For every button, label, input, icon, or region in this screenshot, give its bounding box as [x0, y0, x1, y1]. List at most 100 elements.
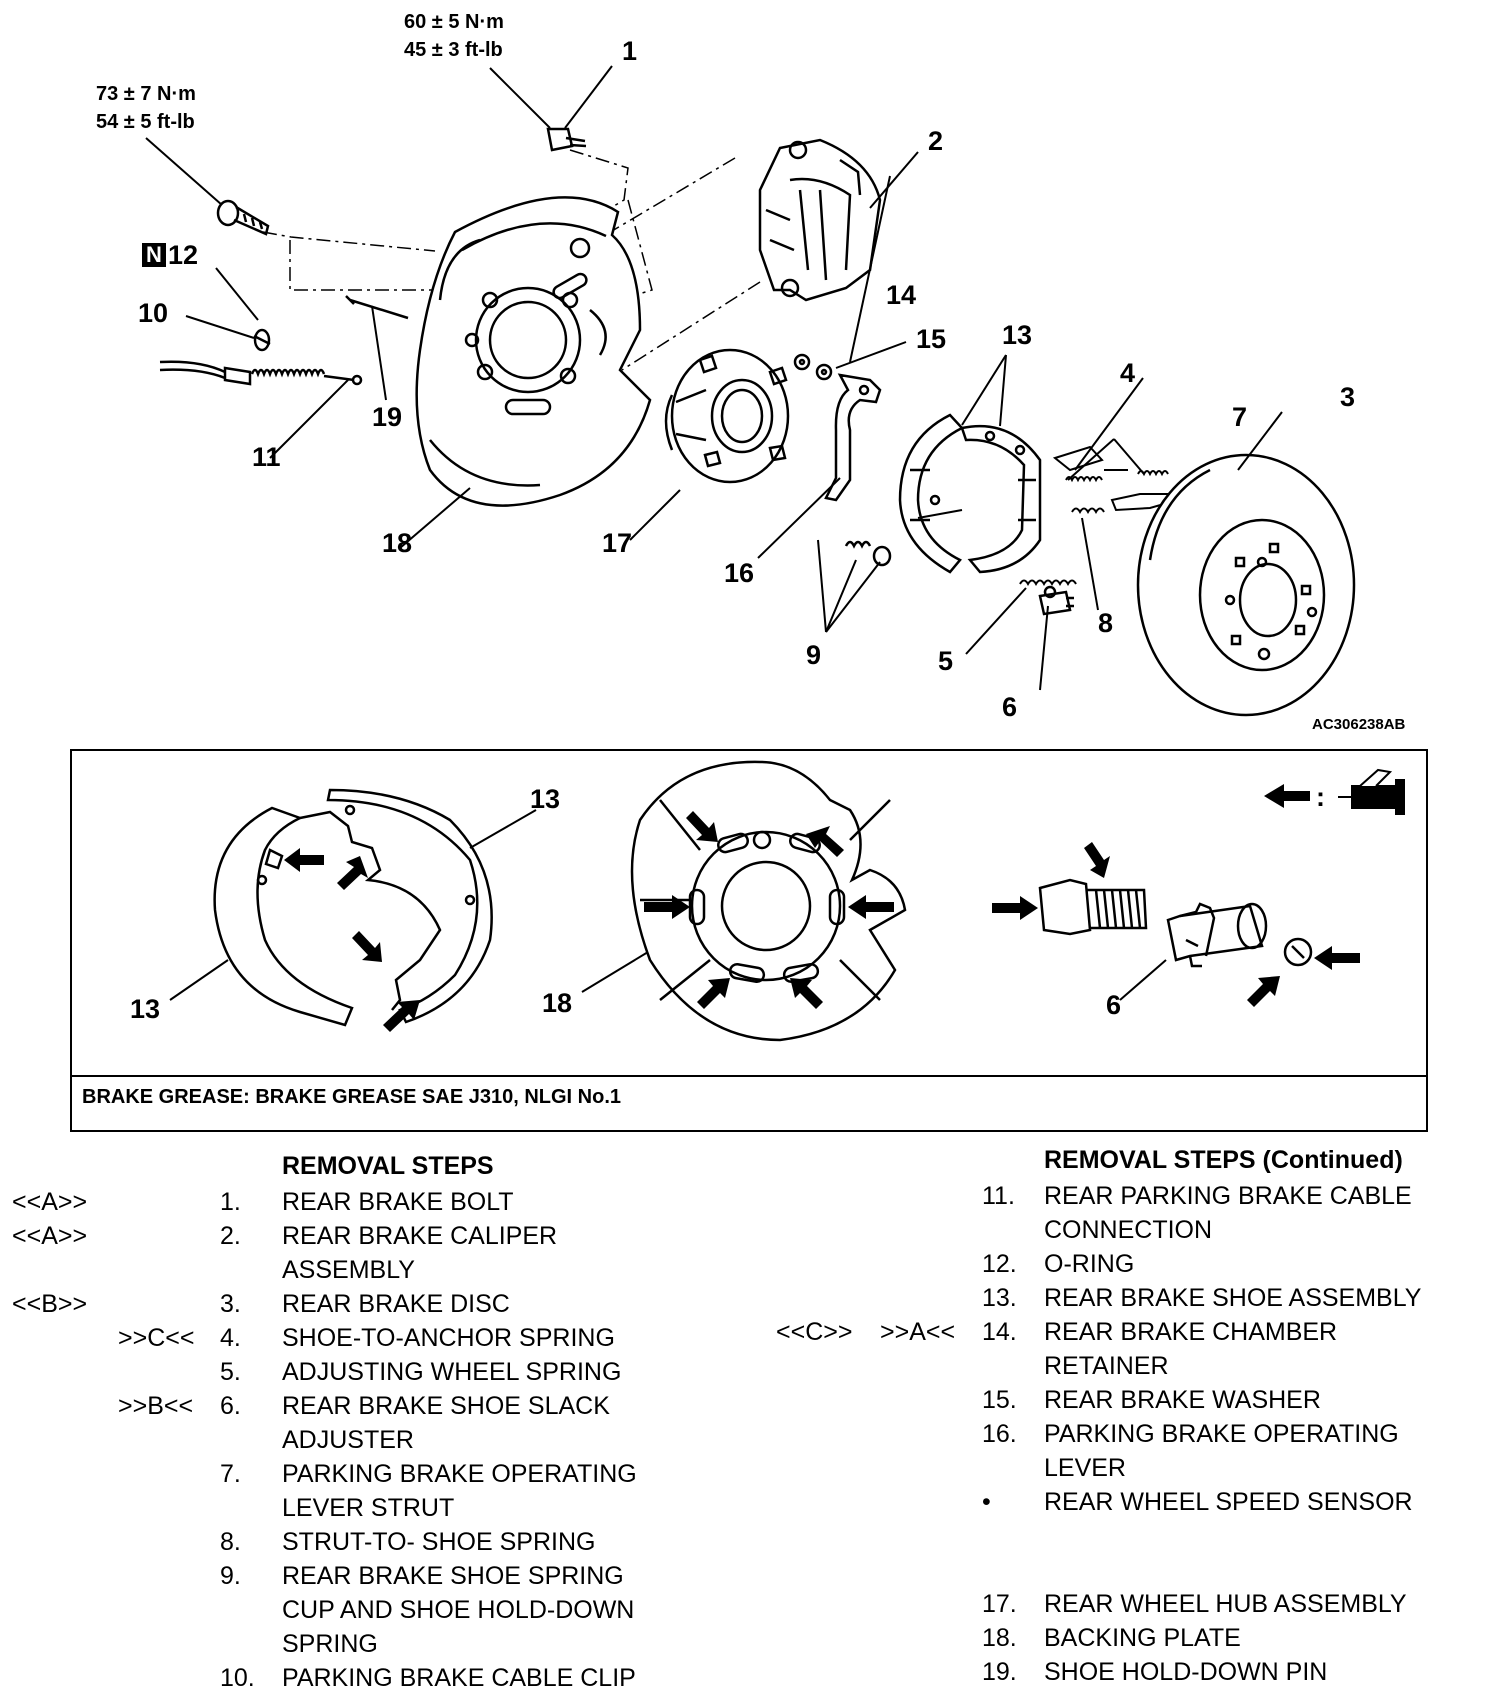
- step-number: 1.: [220, 1188, 241, 1216]
- step-tag-primary: <<C>>: [776, 1318, 853, 1346]
- spring-cups: [844, 540, 892, 567]
- step-number: 16.: [982, 1420, 1017, 1448]
- step-number: •: [982, 1488, 991, 1516]
- step-row: 18. BACKING PLATE: [0, 1621, 1504, 1655]
- step-row: 11.REAR PARKING BRAKE CABLE: [0, 1179, 1504, 1213]
- callout-14: 14: [886, 280, 917, 310]
- step-row: >>B<<6.REAR BRAKE SHOE SLACK: [0, 1389, 1504, 1423]
- step-text: CONNECTION: [1044, 1216, 1213, 1244]
- slack-adjuster: [1038, 585, 1074, 616]
- step-row: [0, 1519, 1504, 1553]
- step-row: 13.REAR BRAKE SHOE ASSEMBLY: [0, 1281, 1504, 1315]
- step-text: REAR BRAKE SHOE ASSEMBLY: [1044, 1284, 1422, 1312]
- step-number: 17.: [982, 1590, 1017, 1618]
- step-number: 5.: [220, 1358, 241, 1386]
- step-text: STRUT-TO- SHOE SPRING: [282, 1528, 596, 1556]
- torque-bolt-1-nm: 60 ± 5 N·m: [404, 11, 504, 33]
- step-row: • REAR WHEEL SPEED SENSOR: [0, 1485, 1504, 1519]
- grease-arrows: [284, 784, 1360, 1032]
- grease-legend-separator: :: [1316, 782, 1325, 812]
- step-row: <<B>> 3. REAR BRAKE DISC: [0, 1287, 1504, 1321]
- rear-wheel-hub: [664, 348, 790, 484]
- step-number: 14.: [982, 1318, 1017, 1346]
- torque-bolt-1: 60 ± 5 N·m 45 ± 3 ft-lb: [404, 8, 504, 64]
- springs-and-strut: [1019, 445, 1180, 587]
- step-number: 9.: [220, 1562, 241, 1590]
- grease-callout-6: 6: [1106, 990, 1122, 1020]
- step-number: 18.: [982, 1624, 1017, 1652]
- grease-note: BRAKE GREASE: BRAKE GREASE SAE J310, NLG…: [82, 1086, 621, 1108]
- step-tag-secondary: >>A<<: [880, 1318, 956, 1346]
- backing-plate: [415, 196, 652, 507]
- grease-callout-13b: 13: [130, 994, 161, 1024]
- step-row: ADJUSTER: [0, 1423, 1504, 1457]
- step-row: <<A>>1.REAR BRAKE BOLT: [0, 1185, 1504, 1219]
- callout-9: 9: [806, 640, 822, 670]
- grease-callout-18: 18: [542, 988, 573, 1018]
- step-row: ASSEMBLY: [0, 1253, 1504, 1287]
- step-text: REAR BRAKE DISC: [282, 1290, 510, 1318]
- step-number: 15.: [982, 1386, 1017, 1414]
- torque-bolt-1-ftlb: 45 ± 3 ft-lb: [404, 39, 503, 61]
- step-number: 4.: [220, 1324, 241, 1352]
- step-text: ADJUSTING WHEEL SPRING: [282, 1358, 622, 1386]
- step-number: 3.: [220, 1290, 241, 1318]
- step-text: BACKING PLATE: [1044, 1624, 1241, 1652]
- callout-4: 4: [1120, 358, 1136, 388]
- step-text: CUP AND SHOE HOLD-DOWN: [282, 1596, 635, 1624]
- step-number: 7.: [220, 1460, 241, 1488]
- step-row: LEVER: [0, 1451, 1504, 1485]
- callout-12-text: 12: [168, 240, 199, 270]
- step-number: 12.: [982, 1250, 1017, 1278]
- step-tag-secondary: >>C<<: [118, 1324, 195, 1352]
- step-text: REAR WHEEL SPEED SENSOR: [1044, 1488, 1413, 1516]
- shoe-hold-down-pin: [345, 295, 409, 320]
- step-text: RETAINER: [1044, 1352, 1169, 1380]
- step-row: 12.O-RING: [0, 1247, 1504, 1281]
- rear-brake-bolt-2: [216, 199, 270, 236]
- step-text: REAR BRAKE SHOE SPRING: [282, 1562, 624, 1590]
- step-text: REAR BRAKE CALIPER: [282, 1222, 558, 1250]
- step-row: <<C>> >>A<< 14. REAR BRAKE CHAMBER: [0, 1315, 1504, 1349]
- callout-8: 8: [1098, 608, 1114, 638]
- torque-bolt-2: 73 ± 7 N·m 54 ± 5 ft-lb: [96, 80, 196, 136]
- step-row: 19.SHOE HOLD-DOWN PIN: [0, 1655, 1504, 1689]
- step-text: PARKING BRAKE OPERATING: [282, 1460, 637, 1488]
- step-text: REAR BRAKE WASHER: [1044, 1386, 1321, 1414]
- step-number: 8.: [220, 1528, 241, 1556]
- rear-brake-bolt-1: [546, 127, 587, 152]
- grease-box-slack-adjuster: [1038, 878, 1313, 968]
- step-row: [0, 1553, 1504, 1587]
- o-ring: [253, 328, 271, 352]
- callout-15: 15: [916, 324, 947, 354]
- rear-brake-caliper: [758, 138, 882, 302]
- callout-6: 6: [1002, 692, 1018, 722]
- step-text: REAR BRAKE CHAMBER: [1044, 1318, 1338, 1346]
- callout-3: 3: [1340, 382, 1356, 412]
- removal-steps-title: REMOVAL STEPS: [282, 1152, 494, 1180]
- step-tag-secondary: >>B<<: [118, 1392, 194, 1420]
- callout-7: 7: [1232, 402, 1248, 432]
- callout-2: 2: [928, 126, 944, 156]
- grease-gun-icon: [1338, 768, 1405, 815]
- step-number: 2.: [220, 1222, 241, 1250]
- step-tag-primary: <<A>>: [12, 1222, 88, 1250]
- step-row: >>C<<4.SHOE-TO-ANCHOR SPRING: [0, 1321, 1504, 1355]
- callout-11: 11: [252, 442, 281, 472]
- step-tag-primary: <<B>>: [12, 1290, 88, 1318]
- step-row: 5. ADJUSTING WHEEL SPRING: [0, 1355, 1504, 1389]
- step-row: 15. REAR BRAKE WASHER: [0, 1383, 1504, 1417]
- step-text: PARKING BRAKE OPERATING: [1044, 1420, 1399, 1448]
- step-text: LEVER STRUT: [282, 1494, 455, 1522]
- step-text: REAR WHEEL HUB ASSEMBLY: [1044, 1590, 1407, 1618]
- step-row: 9. REAR BRAKE SHOE SPRING: [0, 1559, 1504, 1593]
- rear-brake-shoes: [898, 413, 1042, 574]
- step-row: 16. PARKING BRAKE OPERATING: [0, 1417, 1504, 1451]
- removal-steps-continued-title: REMOVAL STEPS (Continued): [1044, 1146, 1403, 1174]
- step-text: SPRING: [282, 1630, 378, 1658]
- callout-5: 5: [938, 646, 954, 676]
- step-text: REAR PARKING BRAKE CABLE: [1044, 1182, 1412, 1210]
- step-number: 6.: [220, 1392, 241, 1420]
